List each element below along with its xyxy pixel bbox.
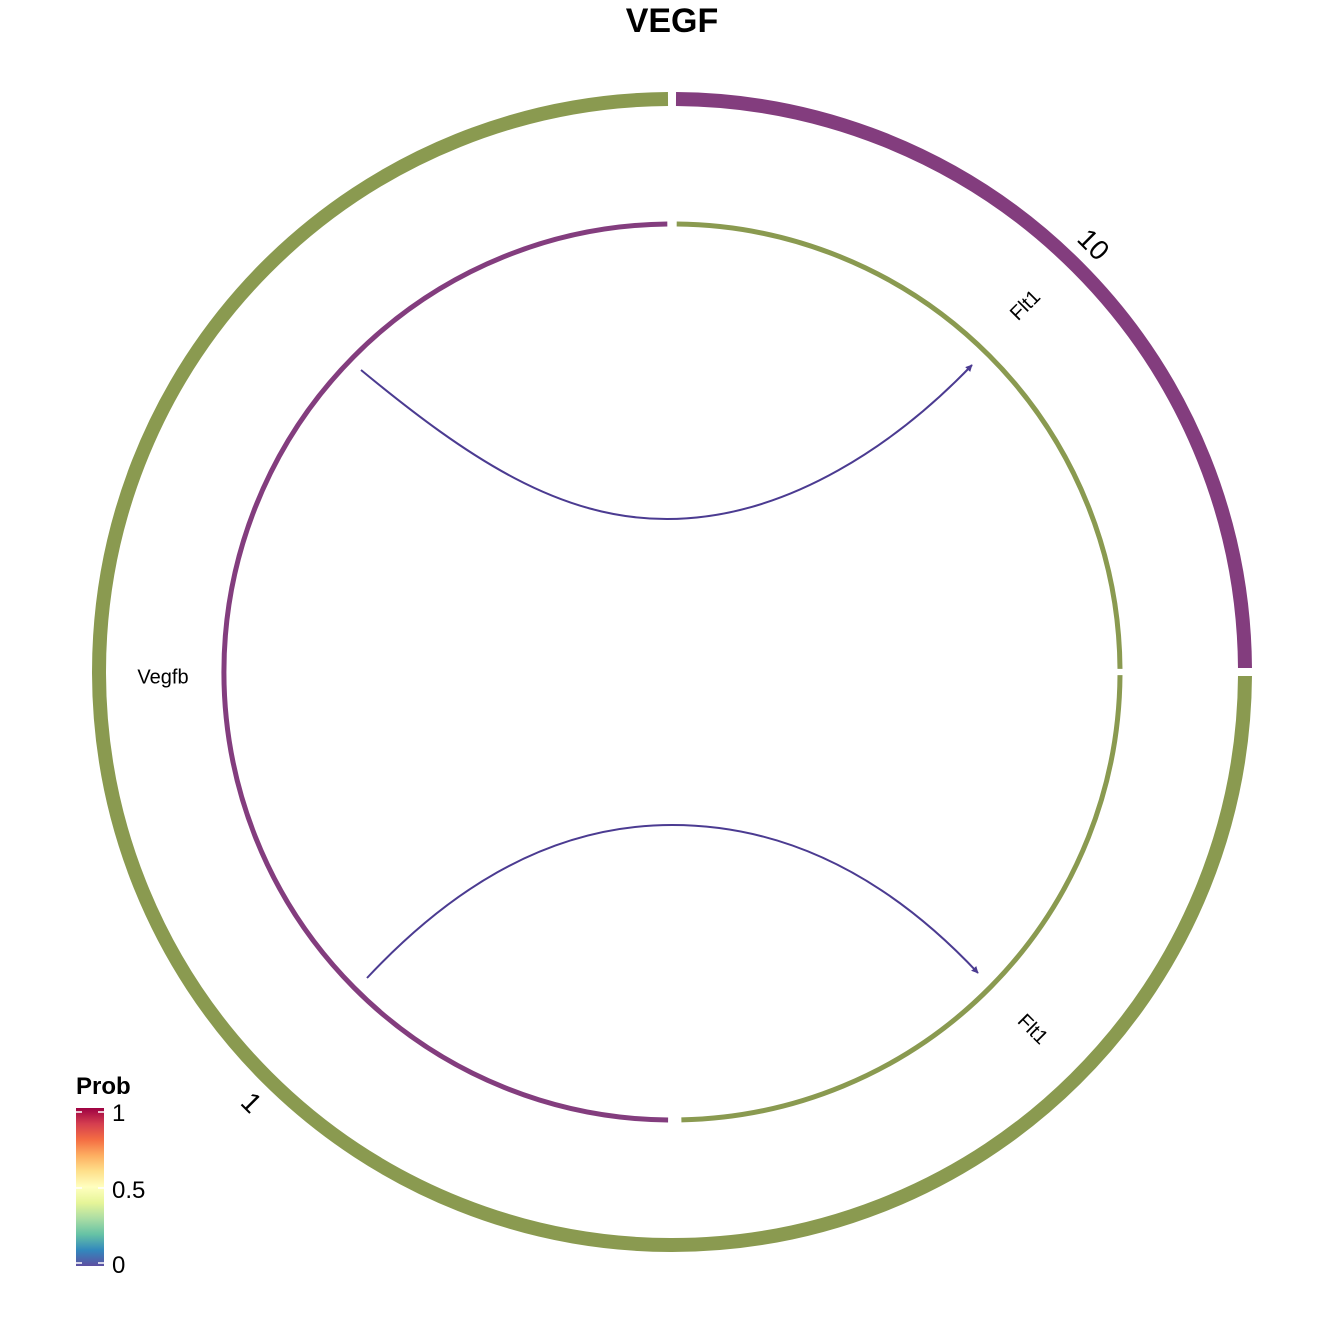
legend-tick-1: 1 [112, 1100, 125, 1127]
outer-sector-1 [92, 92, 1252, 1252]
legend-colorbar [76, 1108, 104, 1266]
inner-track-receptor-upper [676, 221, 1123, 669]
legend-tick-0: 0 [112, 1252, 125, 1279]
sector-label-1: 1 [235, 1086, 268, 1119]
link-vegfb-flt1-upper [360, 364, 973, 521]
gene-label-flt1-lower: Flt1 [1013, 1010, 1052, 1049]
inner-track-receptor-lower [681, 675, 1123, 1123]
gene-label-flt1-upper: Flt1 [1006, 286, 1045, 325]
prob-legend: Prob 1 0.5 0 [76, 1073, 145, 1279]
link-vegfb-flt1-lower [366, 823, 979, 979]
outer-sector-10 [675, 92, 1252, 669]
legend-title: Prob [76, 1073, 131, 1100]
diagram-title: VEGF [626, 2, 719, 40]
gene-label-vegfb: Vegfb [137, 666, 188, 688]
inner-track-ligand [221, 221, 669, 1123]
legend-tick-0-5: 0.5 [112, 1177, 145, 1204]
